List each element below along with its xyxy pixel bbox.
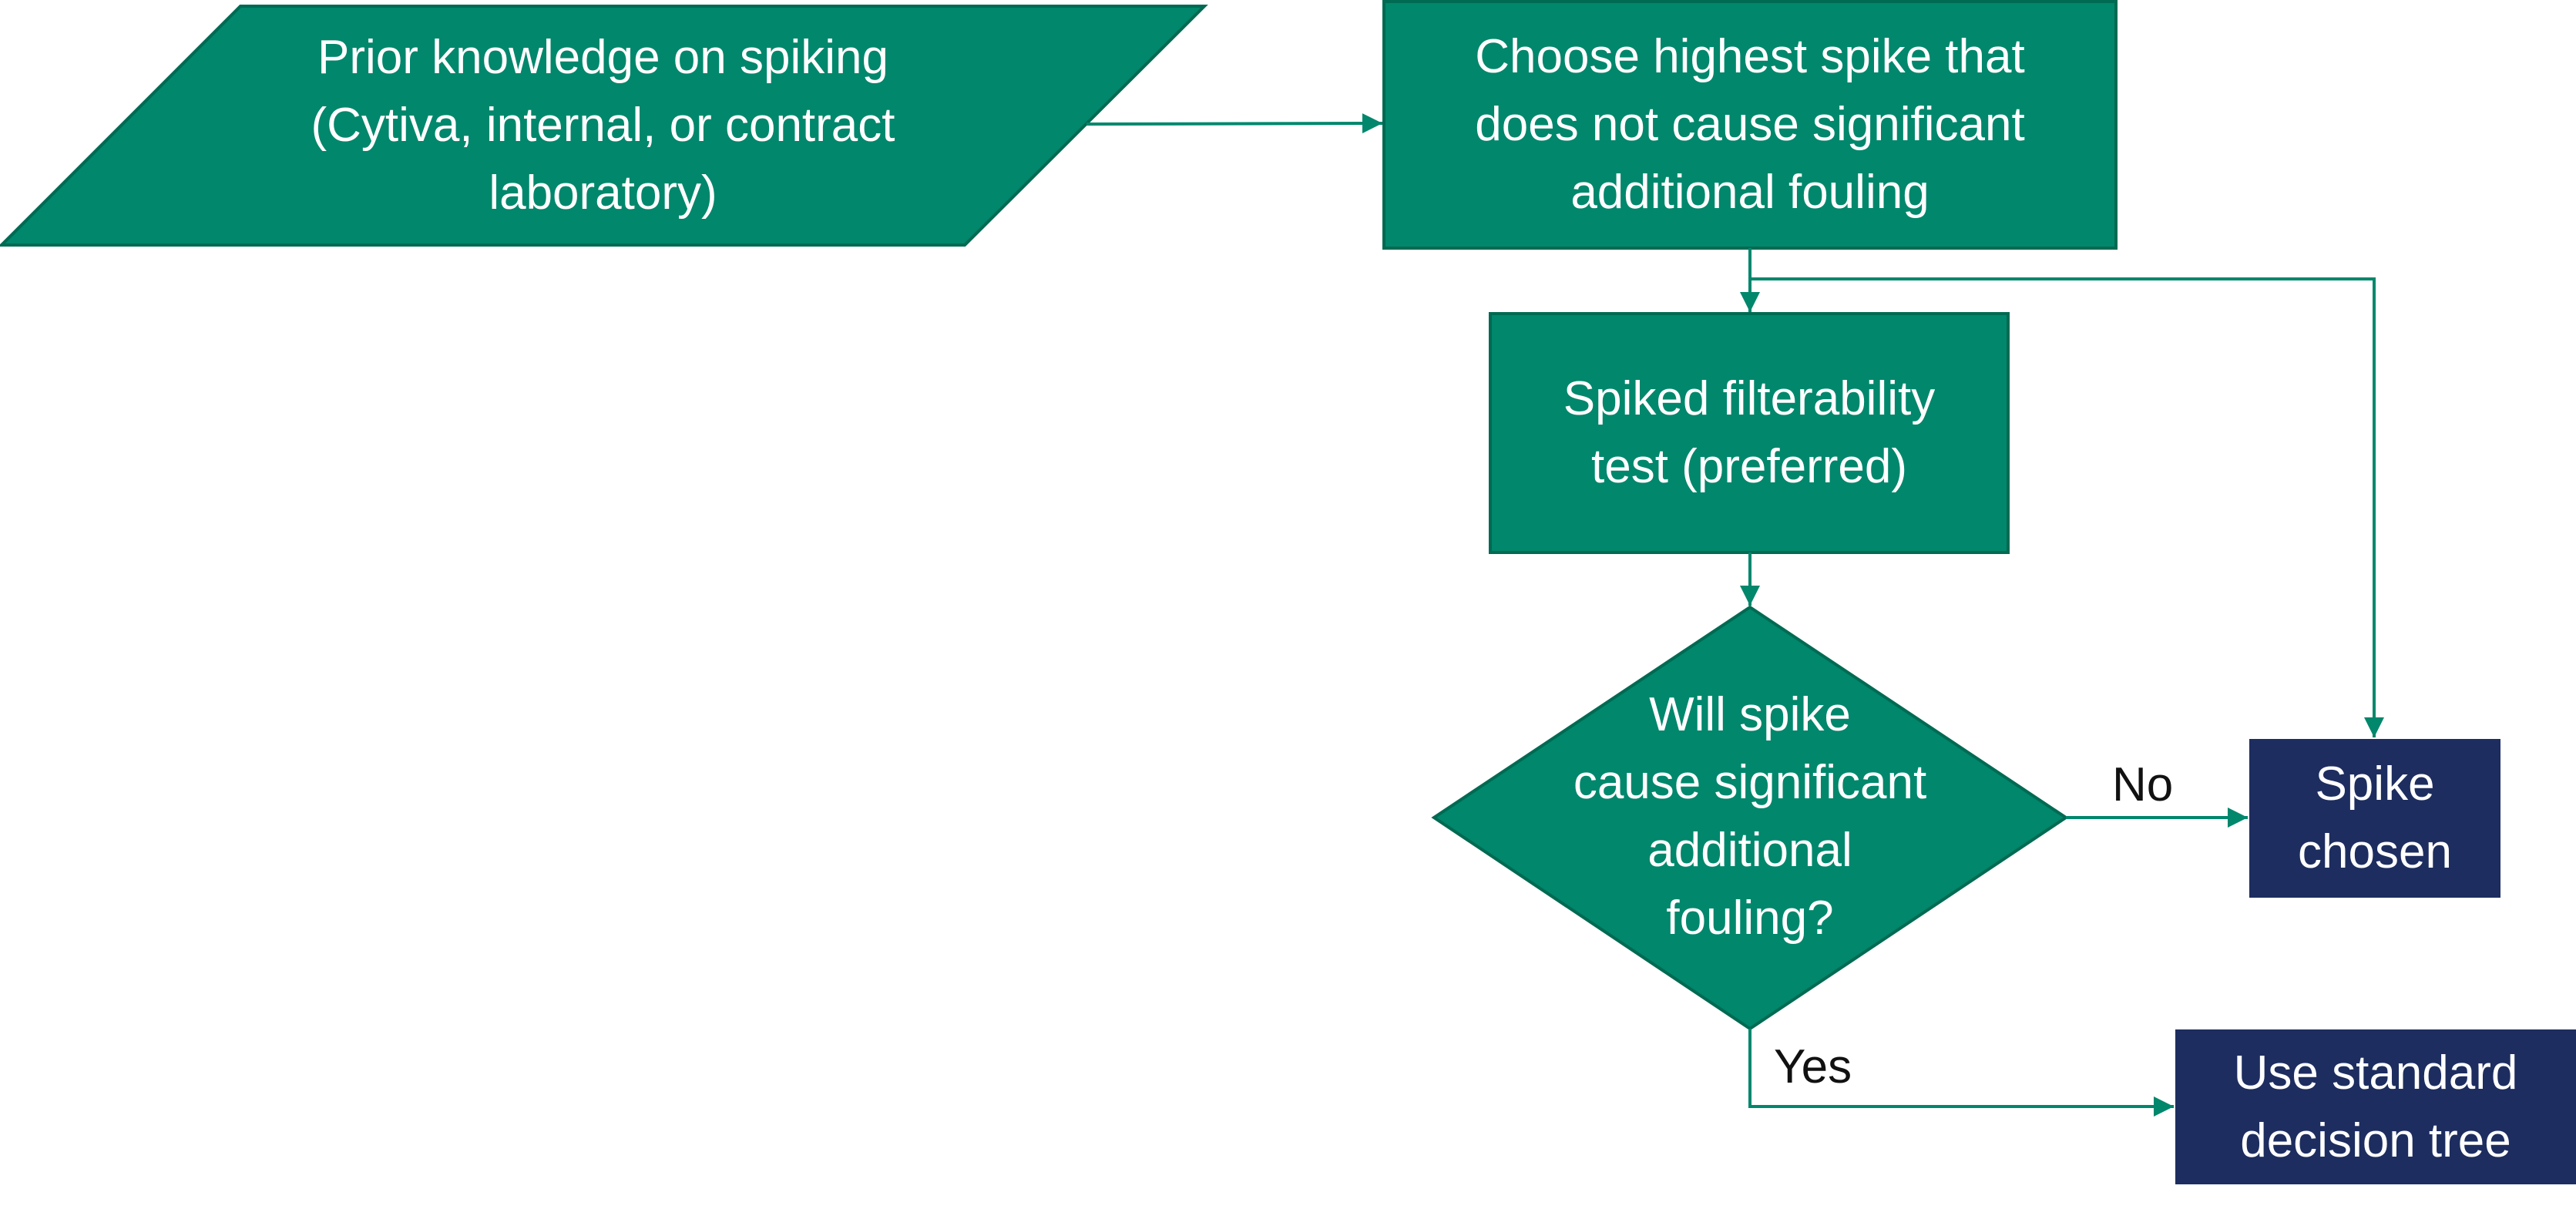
standard-tree-label: Use standard decision tree	[2233, 1046, 2518, 1167]
prior-knowledge-label: Prior knowledge on spiking (Cytiva, inte…	[311, 31, 895, 220]
connector-choose-to-spike-chosen	[1750, 277, 2384, 737]
standard-tree-box	[2175, 1029, 2576, 1184]
decision-label: Will spike cause significant additional …	[1573, 688, 1927, 945]
spiked-test-label: Spiked filterability test (preferred)	[1563, 372, 1936, 493]
prior-knowledge-parallelogram	[0, 5, 1208, 247]
spike-chosen-box	[2249, 739, 2500, 898]
choose-spike-box	[1382, 0, 2118, 250]
connector-prior-to-choose	[1086, 113, 1383, 134]
no-edge-label: No	[2112, 758, 2174, 811]
choose-spike-label: Choose highest spike that does not cause…	[1475, 30, 2025, 219]
spike-chosen-label: Spike chosen	[2298, 757, 2452, 878]
connector-yes-branch	[1748, 1029, 2174, 1117]
yes-edge-label: Yes	[1774, 1040, 1852, 1093]
